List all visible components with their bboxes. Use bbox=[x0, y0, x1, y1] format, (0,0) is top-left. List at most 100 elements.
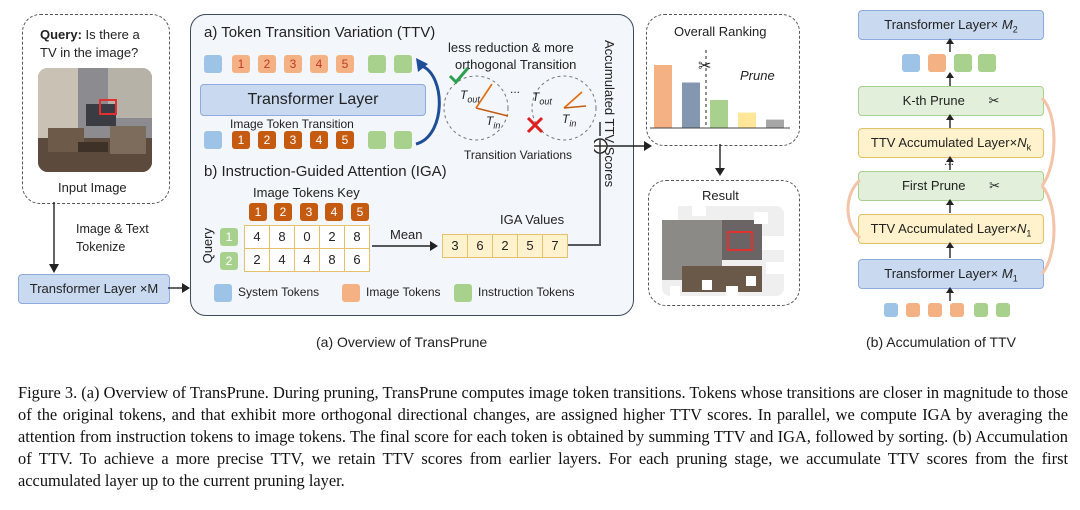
image-token-5: 5 bbox=[336, 55, 354, 73]
iga-title: b) Instruction-Guided Attention (IGA) bbox=[204, 163, 447, 180]
query-axis-label: Query bbox=[200, 228, 215, 264]
overall-ranking-title: Overall Ranking bbox=[674, 24, 767, 39]
legend-instruction-swatch bbox=[454, 284, 472, 302]
kept-instruction-token-1 bbox=[954, 54, 972, 72]
attn-cell: 6 bbox=[344, 248, 370, 272]
image-token-in-4: 4 bbox=[310, 131, 328, 149]
attn-cell: 4 bbox=[244, 225, 270, 249]
ranking-bars bbox=[650, 50, 790, 129]
image-token-2: 2 bbox=[258, 55, 276, 73]
image-tokens-key-label: Image Tokens Key bbox=[253, 185, 360, 200]
transition-curve-arrow bbox=[415, 58, 441, 146]
query-text-line2: TV in the image? bbox=[40, 45, 139, 60]
attn-cell: 2 bbox=[319, 225, 345, 249]
image-token-1: 1 bbox=[232, 55, 250, 73]
mean-label: Mean bbox=[390, 227, 423, 242]
up-arrow bbox=[946, 38, 954, 52]
attn-cell: 8 bbox=[344, 225, 370, 249]
input-image-token bbox=[906, 303, 920, 317]
iga-value-cell: 6 bbox=[467, 234, 493, 258]
ranking-bar bbox=[738, 112, 756, 128]
image-token-4: 4 bbox=[310, 55, 328, 73]
check-icon bbox=[448, 67, 470, 85]
tokenize-label-2: Tokenize bbox=[76, 240, 126, 254]
t-out-right: Tout bbox=[532, 90, 552, 107]
t-in-right: Tin bbox=[562, 112, 577, 129]
query-panel bbox=[22, 14, 170, 204]
up-arrow bbox=[946, 242, 954, 258]
image-token-in-2: 2 bbox=[258, 131, 276, 149]
up-arrow bbox=[946, 156, 954, 170]
legend-image: Image Tokens bbox=[366, 285, 441, 299]
kth-prune-box: K-th Prune ✂ bbox=[858, 86, 1044, 116]
image-token-in-3: 3 bbox=[284, 131, 302, 149]
key-token-2: 2 bbox=[274, 203, 292, 221]
transformer-layer-m2: Transformer Layer× M2 bbox=[858, 10, 1044, 40]
attn-cell: 8 bbox=[269, 225, 295, 249]
scissors-icon: ✂ bbox=[989, 178, 1001, 193]
result-label: Result bbox=[702, 188, 739, 203]
image-token-in-1: 1 bbox=[232, 131, 250, 149]
transformer-layer-m: Transformer Layer ×M bbox=[18, 274, 170, 304]
ranking-bar bbox=[766, 119, 784, 128]
ttv-accumulated-layer-nk: TTV Accumulated Layer×Nk bbox=[858, 128, 1044, 158]
cross-icon bbox=[526, 116, 544, 134]
attn-cell: 2 bbox=[244, 248, 270, 272]
instruction-token-1 bbox=[368, 55, 386, 73]
key-token-4: 4 bbox=[325, 203, 343, 221]
iga-to-sum-line bbox=[568, 244, 601, 246]
image-token-in-5: 5 bbox=[336, 131, 354, 149]
input-instruction-token bbox=[996, 303, 1010, 317]
legend-system-swatch bbox=[214, 284, 232, 302]
ellipsis: ... bbox=[510, 82, 521, 96]
ttv-title: a) Token Transition Variation (TTV) bbox=[204, 24, 436, 41]
prune-label: Prune bbox=[740, 68, 775, 83]
input-image-token bbox=[928, 303, 942, 317]
attn-cell: 0 bbox=[294, 225, 320, 249]
legend-instruction: Instruction Tokens bbox=[478, 285, 575, 299]
up-arrow bbox=[946, 199, 954, 213]
instruction-token-in-2 bbox=[394, 131, 412, 149]
ttv-accumulated-layer-n1: TTV Accumulated Layer×N1 bbox=[858, 214, 1044, 244]
attn-cell: 4 bbox=[269, 248, 295, 272]
living-room-picture bbox=[38, 68, 152, 172]
t-out-left: Tout bbox=[460, 88, 480, 105]
to-overview-arrow bbox=[168, 283, 190, 293]
up-arrow bbox=[946, 114, 954, 128]
attn-cell: 8 bbox=[319, 248, 345, 272]
iga-values-label: IGA Values bbox=[500, 212, 565, 227]
input-image-label: Input Image bbox=[58, 180, 127, 195]
reduction-text-1: less reduction & more bbox=[448, 40, 574, 55]
ttv-to-sum-line bbox=[594, 122, 652, 244]
skip-arrows-right bbox=[1040, 96, 1056, 274]
ranking-to-result-arrow bbox=[715, 144, 725, 176]
input-instruction-token bbox=[974, 303, 988, 317]
query-text-line1: Query: Is there a bbox=[40, 27, 140, 42]
t-in-left: Tin bbox=[486, 114, 501, 131]
kept-instruction-token-2 bbox=[978, 54, 996, 72]
first-prune-box: First Prune ✂ bbox=[858, 171, 1044, 201]
instruction-token-in-1 bbox=[368, 131, 386, 149]
input-image bbox=[38, 68, 152, 172]
up-arrow bbox=[946, 287, 954, 301]
ttv-transformer-layer: Transformer Layer bbox=[200, 84, 426, 116]
result-image bbox=[662, 206, 784, 296]
key-token-5: 5 bbox=[351, 203, 369, 221]
transformer-layer-m1: Transformer Layer× M1 bbox=[858, 259, 1044, 289]
iga-value-cell: 5 bbox=[517, 234, 543, 258]
tokenize-arrow bbox=[49, 202, 59, 273]
figure-caption: Figure 3. (a) Overview of TransPrune. Du… bbox=[18, 383, 1068, 490]
pruned-image bbox=[662, 206, 784, 296]
instruction-token-2 bbox=[394, 55, 412, 73]
key-token-1: 1 bbox=[249, 203, 267, 221]
up-arrow bbox=[946, 72, 954, 86]
tokenize-label-1: Image & Text bbox=[76, 222, 149, 236]
transition-circles bbox=[443, 75, 597, 141]
key-token-3: 3 bbox=[300, 203, 318, 221]
input-system-token bbox=[884, 303, 898, 317]
ranking-bar bbox=[654, 65, 672, 128]
caption-a: (a) Overview of TransPrune bbox=[316, 334, 488, 350]
input-image-token bbox=[950, 303, 964, 317]
transition-variations-label: Transition Variations bbox=[464, 148, 573, 162]
reduction-text-2: orthogonal Transition bbox=[455, 57, 577, 72]
